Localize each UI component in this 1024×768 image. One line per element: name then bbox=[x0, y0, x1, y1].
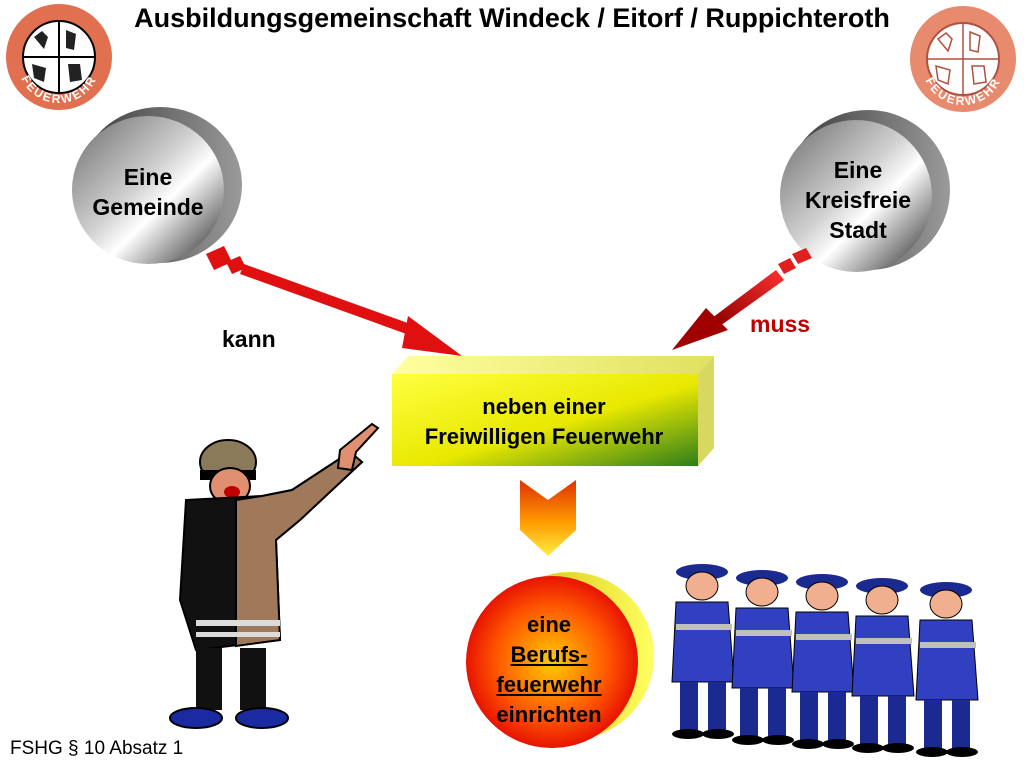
cylinder-kreisfreie-stadt bbox=[780, 110, 950, 272]
firefighter-commander-illustration bbox=[169, 422, 380, 729]
box-freiwillige-feuerwehr bbox=[392, 356, 714, 466]
label-kreisfreie-stadt: Eine Kreisfreie Stadt bbox=[804, 157, 912, 243]
footer-legal-reference: FSHG § 10 Absatz 1 bbox=[10, 738, 184, 759]
cylinder-gemeinde bbox=[72, 107, 242, 264]
page-title: Ausbildungsgemeinschaft Windeck / Eitorf… bbox=[134, 3, 890, 33]
fire-brigade-logo-left: FEUERWEHR bbox=[6, 4, 112, 110]
label-kann: kann bbox=[222, 326, 276, 352]
label-gemeinde: Eine Gemeinde bbox=[92, 164, 204, 220]
fire-brigade-logo-right: FEUERWEHR bbox=[910, 6, 1016, 112]
label-muss: muss bbox=[750, 311, 811, 337]
result-label: eine Berufs- feuerwehr einrichten bbox=[496, 612, 602, 727]
arrow-muss bbox=[672, 248, 812, 350]
arrow-kann bbox=[206, 246, 462, 356]
chevron-down-icon bbox=[520, 480, 576, 556]
disc-berufsfeuerwehr bbox=[466, 572, 654, 748]
box-label: neben einer Freiwilligen Feuerwehr bbox=[424, 394, 664, 449]
uniformed-firefighters-illustration bbox=[671, 564, 979, 757]
